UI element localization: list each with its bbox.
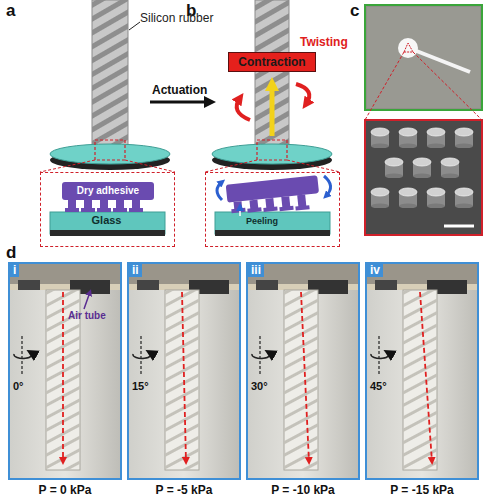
contraction-box: Contraction	[228, 52, 316, 72]
pressure-label: P = -15 kPa	[365, 484, 479, 497]
part-label: Dry adhesive	[62, 185, 154, 196]
photo-panel: ii15°P = -5 kPa	[127, 262, 241, 480]
angle-label: 45°	[370, 380, 387, 392]
part-label: Silicon rubber	[140, 12, 213, 25]
box-label: Contraction	[229, 56, 315, 69]
part-label: Glass	[49, 214, 164, 226]
pressure-label: P = -5 kPa	[127, 484, 241, 497]
arrow-label: Actuation	[152, 84, 207, 97]
photo-panel: iv45°P = -15 kPa	[365, 262, 479, 480]
pressure-label: P = 0 kPa	[8, 484, 122, 497]
angle-label: 15°	[132, 380, 149, 392]
angle-label: 30°	[251, 380, 268, 392]
angle-label: 0°	[13, 380, 24, 392]
motion-label: Twisting	[300, 36, 348, 49]
panel-number: ii	[129, 264, 142, 277]
photo-panel: i0°Air tubeP = 0 kPa	[8, 262, 122, 480]
inset-box: Peeling	[205, 172, 340, 247]
inset-box: Dry adhesiveGlass	[40, 172, 175, 247]
pressure-label: P = -10 kPa	[246, 484, 360, 497]
panel-letter: a	[6, 2, 15, 21]
part-label: Peeling	[246, 217, 278, 227]
panel-number: iv	[367, 264, 383, 277]
panel-letter: c	[350, 2, 359, 21]
panel-letter: d	[6, 244, 16, 263]
part-label: Air tube	[68, 310, 106, 321]
panel-number: i	[10, 264, 19, 277]
photo-panel: iii30°P = -10 kPa	[246, 262, 360, 480]
panel-number: iii	[248, 264, 264, 277]
